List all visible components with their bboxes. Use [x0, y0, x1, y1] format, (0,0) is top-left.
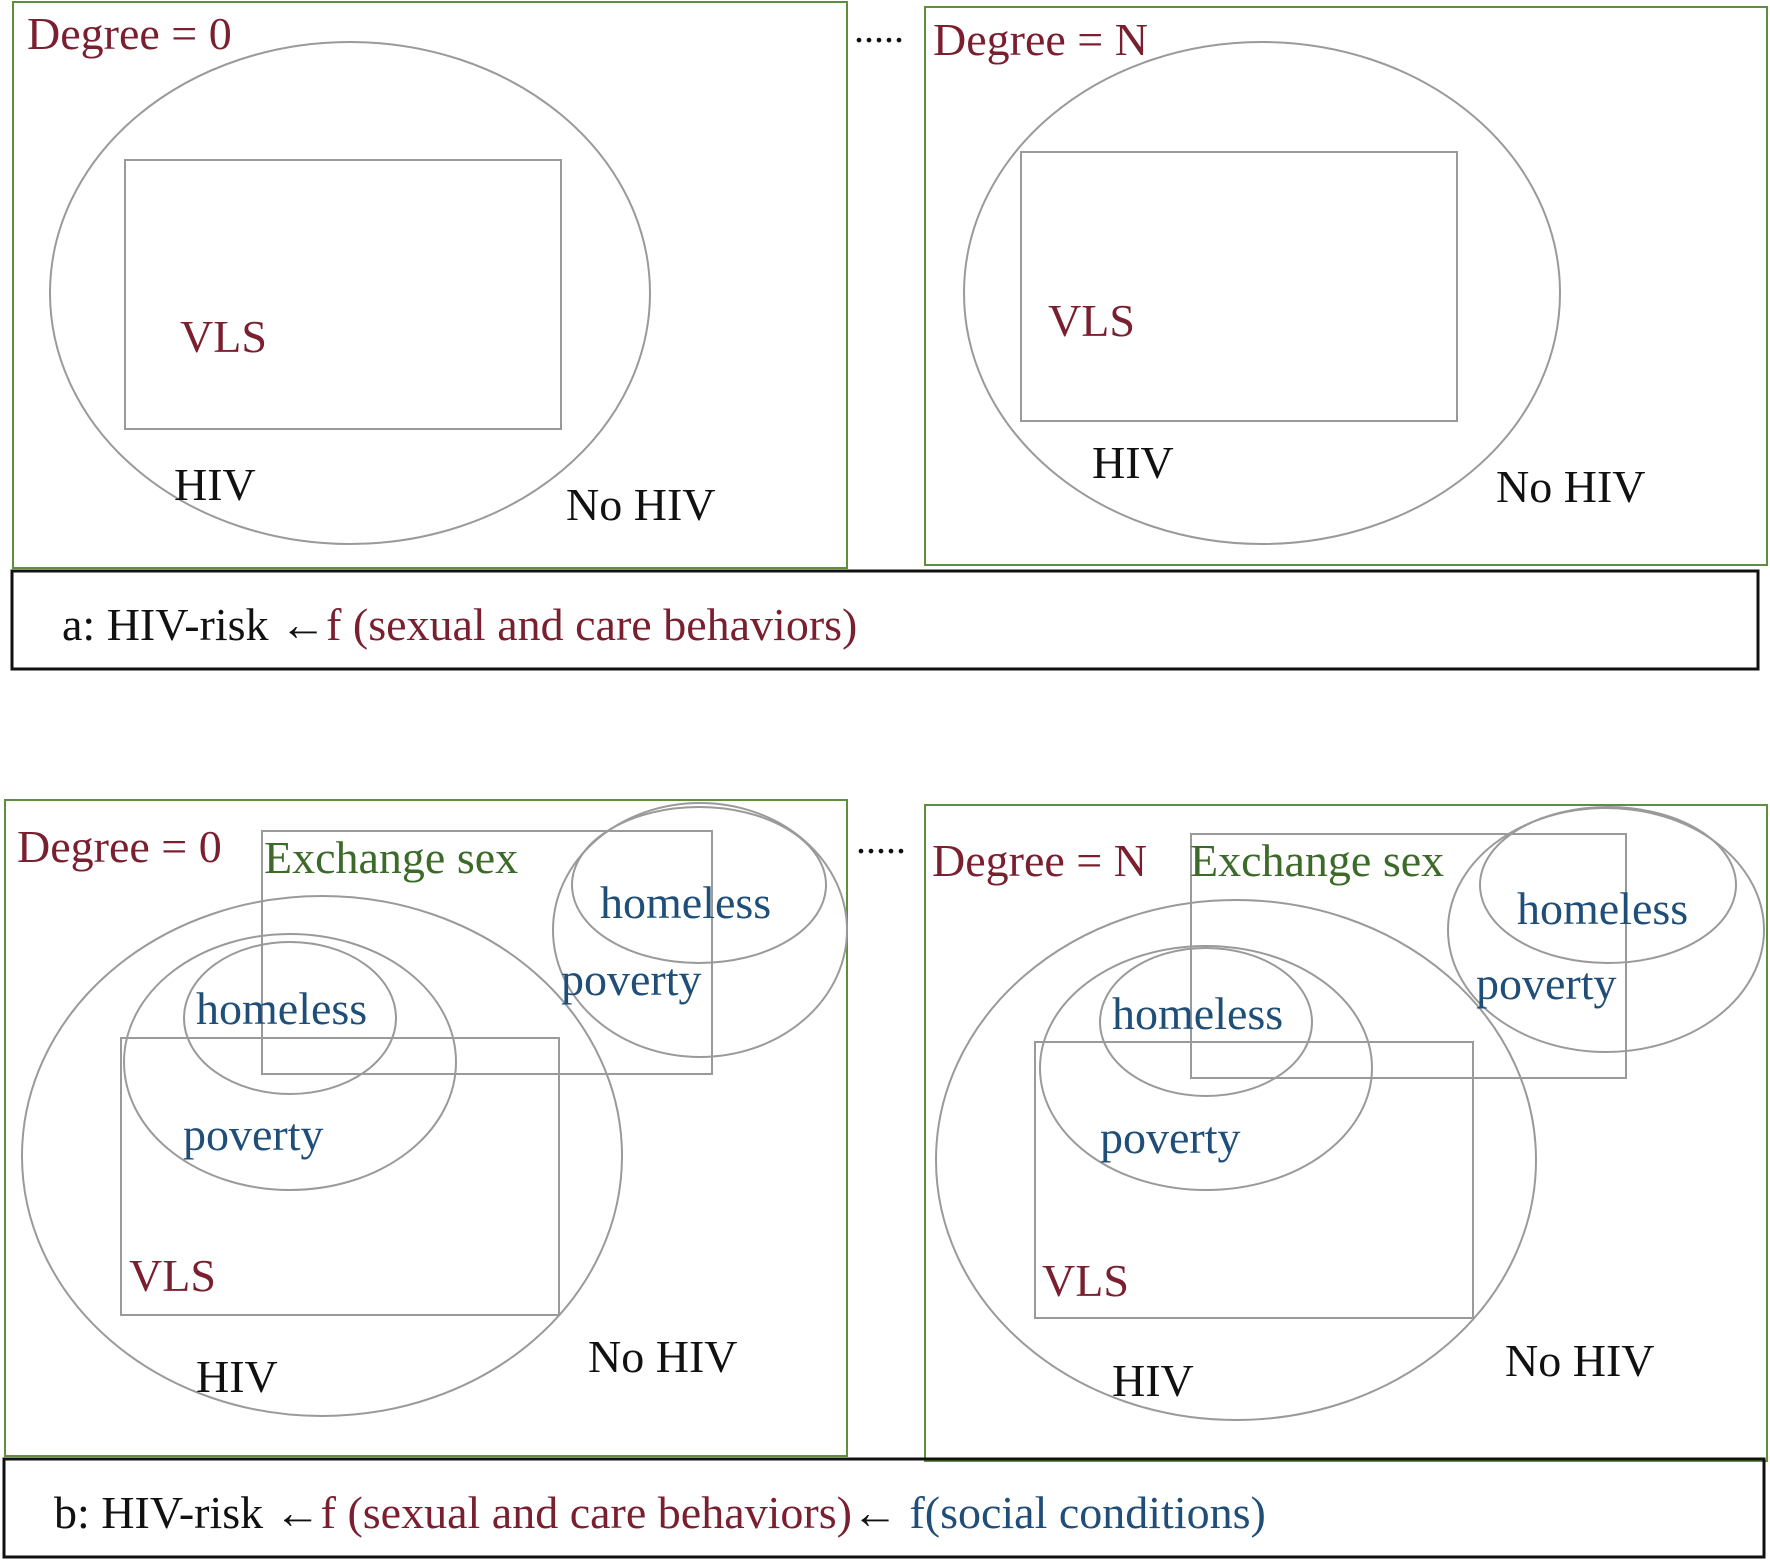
panel-b-caption-box — [2, 1457, 1766, 1559]
panel-b-left-poverty-label: poverty — [183, 1109, 324, 1160]
panel-b-right-vls-label: VLS — [1042, 1255, 1129, 1306]
panel-b-left-poverty-ellipse — [123, 933, 457, 1191]
panel-a-left-frame — [12, 1, 848, 569]
panel-a-left-degree-label: Degree = 0 — [27, 8, 232, 59]
panel-b-left-homeless-top-label: homeless — [600, 877, 771, 928]
panel-b-right-hiv-label: HIV — [1112, 1355, 1194, 1406]
panel-b-caption-prefix: b: HIV-risk — [54, 1487, 275, 1538]
panel-b-right-hiv-ellipse — [935, 899, 1537, 1421]
panel-b-left-hiv-ellipse — [21, 895, 623, 1417]
panel-a-caption-box — [10, 569, 1760, 671]
panel-b-left-poverty-top-label: poverty — [561, 954, 702, 1005]
panel-a-caption: a: HIV-risk ←f (sexual and care behavior… — [62, 599, 857, 650]
panel-a-left-hiv-ellipse — [49, 41, 651, 545]
panel-b-left-no-hiv-label: No HIV — [588, 1331, 737, 1382]
panel-b-caption-arrow-2: ← — [852, 1487, 910, 1538]
panel-a-right-frame — [924, 6, 1768, 566]
panel-b-right-homeless-label: homeless — [1112, 988, 1283, 1039]
panel-a-caption-prefix: a: HIV-risk — [62, 599, 280, 650]
panel-b-left-degree-label: Degree = 0 — [17, 821, 222, 872]
panel-b-right-poverty-top-label: poverty — [1476, 958, 1617, 1009]
panel-b-caption-arrow-1: ← — [275, 1487, 321, 1538]
panel-b-left-homeless-top-ellipse — [571, 806, 827, 964]
panel-a-left-vls-label: VLS — [180, 311, 267, 362]
panel-b-left-poverty-top-ellipse — [552, 802, 848, 1058]
panel-b-ellipsis: ..... — [856, 817, 906, 862]
panel-b-left-frame — [4, 799, 848, 1457]
panel-b-caption-behaviors: f (sexual and care behaviors) — [321, 1487, 852, 1538]
panel-a-left-no-hiv-label: No HIV — [566, 479, 715, 530]
panel-b-right-no-hiv-label: No HIV — [1505, 1335, 1654, 1386]
panel-b-right-degree-label: Degree = N — [932, 835, 1147, 886]
panel-b-right-homeless-top-label: homeless — [1517, 883, 1688, 934]
panel-b-left-vls-label: VLS — [129, 1250, 216, 1301]
panel-a: Degree = 0 VLS HIV No HIV ..... Degree =… — [10, 1, 1768, 671]
panel-a-right-no-hiv-label: No HIV — [1496, 461, 1645, 512]
panel-b-right-vls-rect — [1034, 1041, 1474, 1319]
panel-b-right-poverty-ellipse — [1039, 945, 1373, 1191]
panel-b-left-exchange-sex-rect — [261, 830, 713, 1075]
panel-a-right-hiv-label: HIV — [1092, 437, 1174, 488]
panel-a-left-hiv-label: HIV — [174, 459, 256, 510]
panel-b-right-exchange-sex-label: Exchange sex — [1190, 835, 1444, 886]
panel-a-ellipsis: ..... — [854, 6, 904, 51]
panel-b-right-exchange-sex-rect — [1190, 833, 1627, 1079]
panel-b-left-vls-rect — [120, 1037, 560, 1316]
panel-b-right-homeless-ellipse — [1099, 947, 1313, 1097]
panel-a-caption-behaviors: f (sexual and care behaviors) — [326, 599, 857, 650]
panel-b-caption: b: HIV-risk ←f (sexual and care behavior… — [54, 1487, 1266, 1538]
panel-b-left-exchange-sex-label: Exchange sex — [264, 832, 518, 883]
panel-b-left-homeless-label: homeless — [196, 983, 367, 1034]
panel-b-left-homeless-ellipse — [183, 941, 397, 1095]
panel-a-right-vls-label: VLS — [1048, 295, 1135, 346]
panel-b-right-homeless-top-ellipse — [1479, 806, 1737, 964]
panel-a-right-vls-rect — [1020, 151, 1458, 422]
panel-b-right-poverty-label: poverty — [1100, 1112, 1241, 1163]
panel-b: Degree = 0 Exchange sex homeless poverty… — [2, 799, 1768, 1559]
panel-a-caption-arrow: ← — [280, 599, 326, 650]
panel-b-left-hiv-label: HIV — [196, 1351, 278, 1402]
panel-a-left-vls-rect — [124, 159, 562, 430]
panel-a-right-degree-label: Degree = N — [933, 14, 1148, 65]
panel-b-caption-social: f(social conditions) — [909, 1487, 1265, 1538]
panel-a-right-hiv-ellipse — [963, 41, 1561, 545]
panel-b-right-frame — [924, 804, 1768, 1462]
